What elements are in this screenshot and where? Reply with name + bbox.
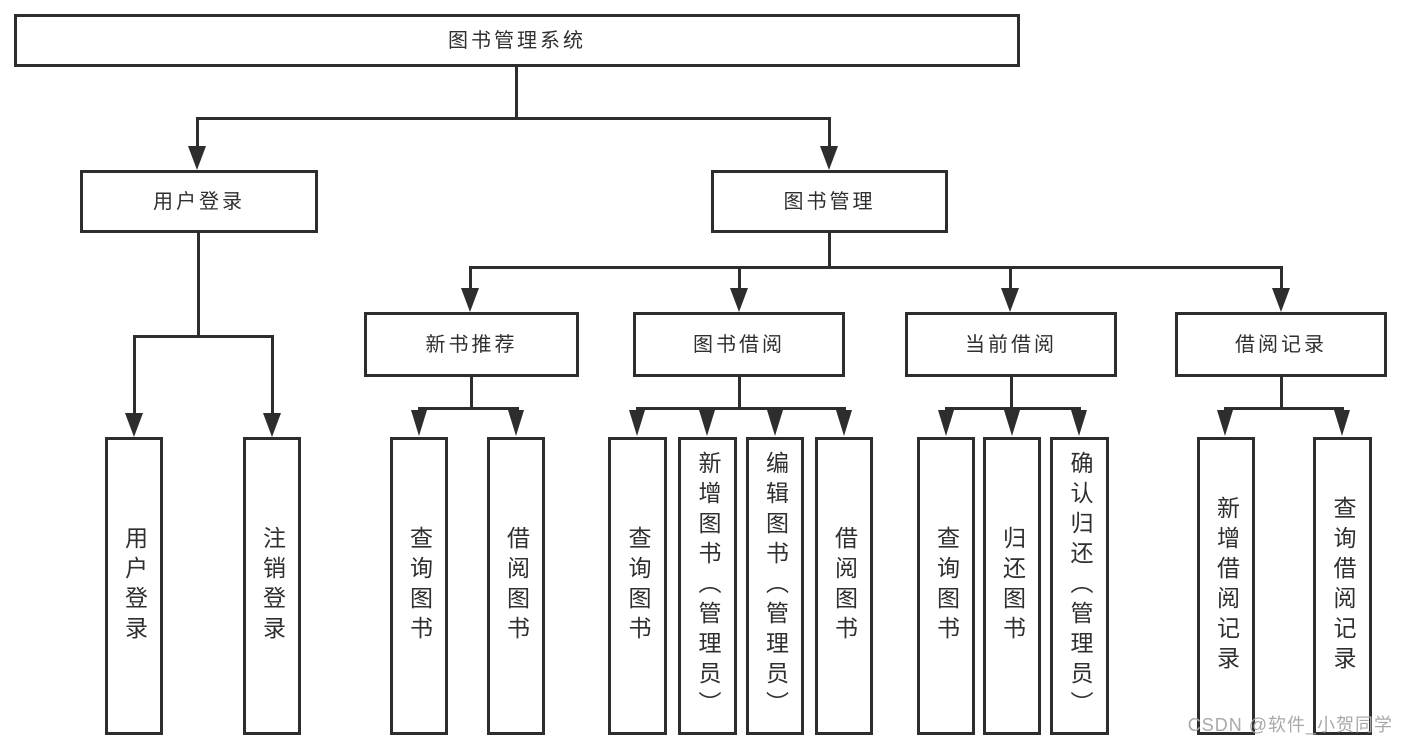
leaf-query-books-current: 查询图书 — [917, 437, 975, 735]
leaf-logout: 注销登录 — [243, 437, 301, 735]
leaf-confirm-return-admin: 确认归还（管理员） — [1050, 437, 1109, 735]
leaf-query-books-recommend: 查询图书 — [390, 437, 448, 735]
node-book-borrowing: 图书借阅 — [633, 312, 845, 377]
connector-vline — [133, 335, 136, 415]
arrow-down-icon — [1334, 410, 1350, 436]
leaf-user-login: 用户登录 — [105, 437, 163, 735]
node-borrowing-records: 借阅记录 — [1175, 312, 1387, 377]
leaf-edit-book-admin: 编辑图书（管理员） — [746, 437, 804, 735]
arrow-down-icon — [1001, 288, 1019, 312]
connector-vline — [738, 377, 741, 410]
connector-vline — [828, 233, 831, 269]
connector-hline — [1224, 407, 1344, 410]
node-new-book-recommendation: 新书推荐 — [364, 312, 579, 377]
connector-hline — [945, 407, 1081, 410]
leaf-borrow-books: 借阅图书 — [815, 437, 873, 735]
leaf-query-borrow-record: 查询借阅记录 — [1313, 437, 1372, 735]
arrow-down-icon — [263, 413, 281, 437]
leaf-query-books-borrow: 查询图书 — [608, 437, 667, 735]
connector-vline — [1010, 377, 1013, 410]
connector-vline — [197, 233, 200, 338]
connector-hline — [469, 266, 1283, 269]
connector-vline — [515, 65, 518, 119]
connector-vline — [469, 266, 472, 290]
arrow-down-icon — [836, 410, 852, 436]
leaf-return-books: 归还图书 — [983, 437, 1041, 735]
arrow-down-icon — [1272, 288, 1290, 312]
node-user-login: 用户登录 — [80, 170, 318, 233]
arrow-down-icon — [1217, 410, 1233, 436]
node-library-management-system: 图书管理系统 — [14, 14, 1020, 67]
connector-hline — [196, 117, 831, 120]
connector-hline — [133, 335, 274, 338]
arrow-down-icon — [938, 410, 954, 436]
connector-hline — [636, 407, 846, 410]
connector-vline — [1280, 377, 1283, 410]
watermark: CSDN @软件_小贺同学 — [1187, 715, 1393, 735]
leaf-add-book-admin: 新增图书（管理员） — [678, 437, 737, 735]
leaf-add-borrow-record: 新增借阅记录 — [1197, 437, 1255, 735]
connector-vline — [828, 117, 831, 149]
node-current-borrowing: 当前借阅 — [905, 312, 1117, 377]
arrow-down-icon — [1071, 410, 1087, 436]
connector-vline — [470, 377, 473, 410]
connector-vline — [738, 266, 741, 290]
arrow-down-icon — [629, 410, 645, 436]
arrow-down-icon — [730, 288, 748, 312]
arrow-down-icon — [411, 410, 427, 436]
leaf-borrow-books-recommend: 借阅图书 — [487, 437, 545, 735]
arrow-down-icon — [699, 410, 715, 436]
arrow-down-icon — [820, 146, 838, 170]
connector-vline — [196, 117, 199, 149]
arrow-down-icon — [508, 410, 524, 436]
arrow-down-icon — [125, 413, 143, 437]
arrow-down-icon — [461, 288, 479, 312]
node-book-management: 图书管理 — [711, 170, 948, 233]
connector-vline — [1280, 266, 1283, 290]
arrow-down-icon — [1004, 410, 1020, 436]
connector-vline — [271, 335, 274, 415]
connector-hline — [418, 407, 519, 410]
arrow-down-icon — [767, 410, 783, 436]
connector-vline — [1009, 266, 1012, 290]
arrow-down-icon — [188, 146, 206, 170]
